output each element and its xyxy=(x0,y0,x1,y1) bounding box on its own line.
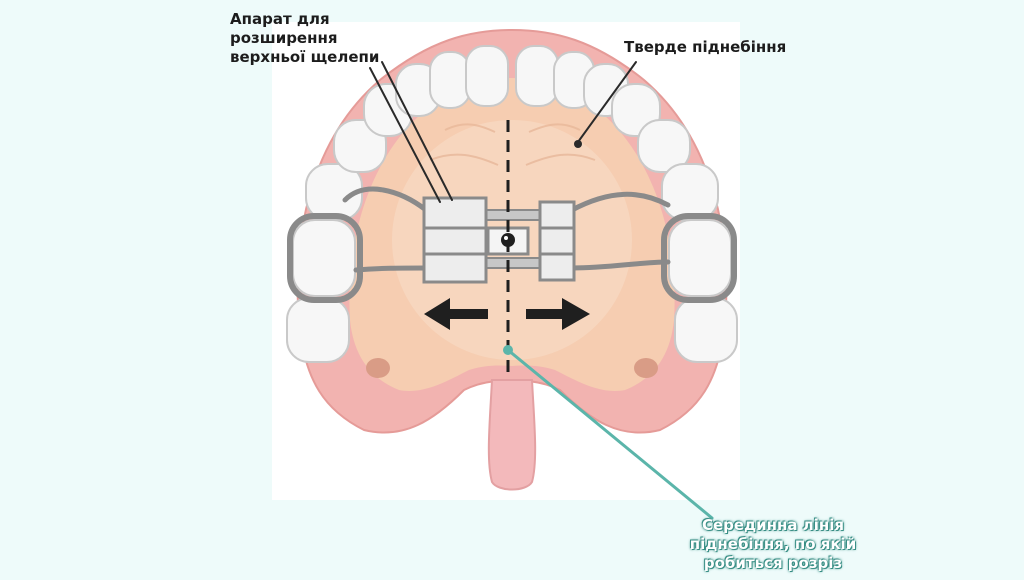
appliance-label-line: верхньої щелепи xyxy=(230,48,380,66)
midline-label-line: робиться розріз xyxy=(703,554,843,572)
tooth xyxy=(661,163,719,221)
double-horizontal-arrow-icon xyxy=(424,298,590,330)
tooth xyxy=(674,297,738,363)
midline-label: Серединна лінія піднебіння, по якій роби… xyxy=(668,516,878,573)
palate-rugae xyxy=(429,123,596,166)
tooth xyxy=(637,119,691,173)
appliance-leader-2 xyxy=(381,61,453,201)
tooth xyxy=(515,45,559,107)
midline-label-line: піднебіння, по якій xyxy=(689,535,857,553)
right-fovea xyxy=(634,358,658,378)
tooth xyxy=(465,45,509,107)
hard-palate-label: Тверде піднебіння xyxy=(624,38,787,56)
tooth xyxy=(292,219,356,297)
tooth xyxy=(429,51,471,109)
appliance-leader xyxy=(369,67,441,203)
appliance-label-line: Апарат для xyxy=(230,10,330,28)
midline-leader xyxy=(506,348,714,520)
appliance-arms xyxy=(342,186,671,273)
tooth xyxy=(668,219,732,297)
left-fovea xyxy=(366,358,390,378)
dot-icon xyxy=(574,140,582,148)
expansion-screw xyxy=(422,196,576,284)
midline-label-line: Серединна лінія xyxy=(701,516,845,534)
appliance-label: Апарат для розширення верхньої щелепи xyxy=(230,10,410,67)
uvula xyxy=(487,379,537,491)
upper-teeth xyxy=(286,45,738,363)
appliance-label-line: розширення xyxy=(230,29,338,47)
appliance-bands xyxy=(287,213,737,303)
dot-icon xyxy=(503,345,513,355)
leader-lines xyxy=(369,61,714,520)
tooth xyxy=(286,297,350,363)
hard-palate-leader xyxy=(577,61,637,143)
